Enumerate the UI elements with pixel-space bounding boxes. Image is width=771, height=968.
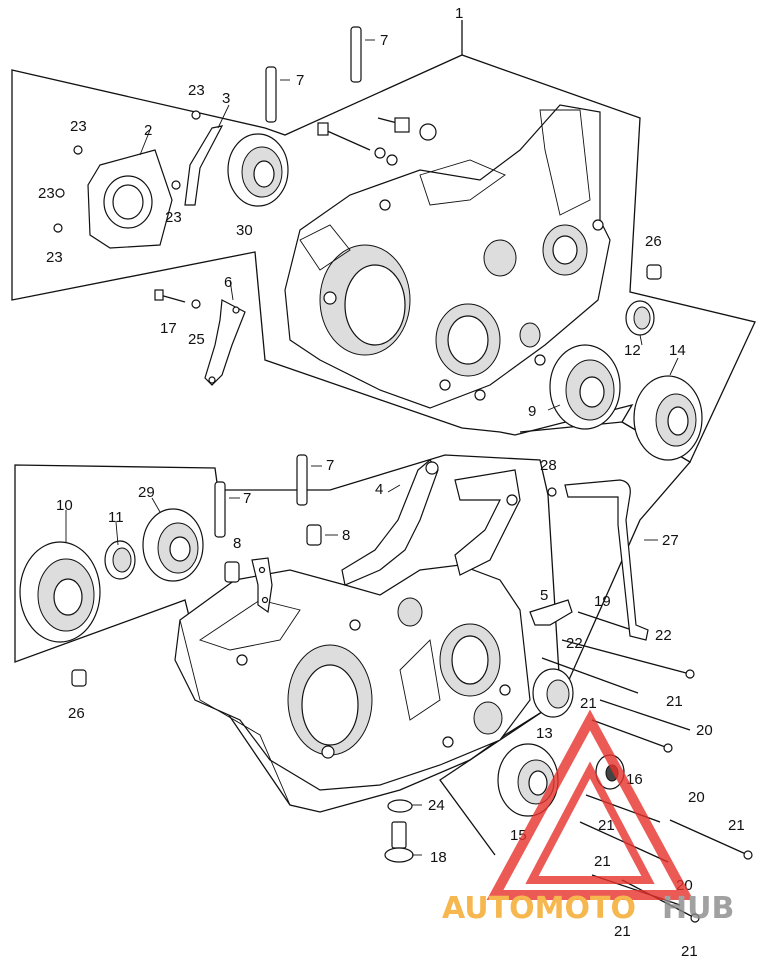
- callout-7-b: 7: [296, 72, 304, 89]
- callout-23-a: 23: [70, 118, 87, 135]
- callout-8-a: 8: [342, 527, 350, 544]
- callout-30: 30: [236, 222, 253, 239]
- upper-crankcase-half: [284, 104, 611, 409]
- callout-23-b: 23: [188, 82, 205, 99]
- callout-19: 19: [594, 593, 611, 610]
- callout-6: 6: [224, 274, 232, 291]
- callout-21-f: 21: [614, 923, 631, 940]
- callout-21-a: 21: [580, 695, 597, 712]
- callout-24: 24: [428, 797, 445, 814]
- clip-5: [529, 599, 573, 626]
- engine-hanger-bracket: [341, 459, 521, 586]
- callout-17: 17: [160, 320, 177, 337]
- watermark-text-automoto: AUTOMOTO: [442, 891, 636, 926]
- dowels: [71, 264, 662, 687]
- callout-11: 11: [108, 509, 124, 526]
- callout-7-d: 7: [243, 490, 251, 507]
- callout-26-b: 26: [68, 705, 85, 722]
- callout-29: 29: [138, 484, 155, 501]
- small-screws-23: [53, 110, 201, 233]
- studs: [214, 26, 362, 538]
- callout-leaders: [65, 39, 679, 856]
- bracket-6: [204, 299, 246, 386]
- callout-23-d: 23: [165, 209, 182, 226]
- callout-5: 5: [540, 587, 548, 604]
- callout-2: 2: [144, 122, 152, 139]
- callout-23-c: 23: [38, 185, 55, 202]
- oil-seal-14: [633, 375, 703, 461]
- callout-20-b: 20: [688, 789, 705, 806]
- watermark-text-hub: HUB: [662, 891, 734, 926]
- needle-bearing-11: [104, 540, 136, 580]
- callout-7-a: 7: [380, 32, 388, 49]
- watermark-triangle-icon: [486, 709, 694, 900]
- callout-21-e: 21: [594, 853, 611, 870]
- bearing-9: [549, 344, 621, 430]
- callout-21-g: 21: [681, 943, 698, 960]
- watermark-inner-triangle-icon: [525, 761, 655, 884]
- bearing-10: [19, 541, 101, 643]
- plate-lower-8: [251, 557, 273, 614]
- callout-1: 1: [455, 5, 463, 22]
- cover-plate-2: [87, 149, 173, 249]
- callout-14: 14: [669, 342, 686, 359]
- callout-4: 4: [375, 481, 383, 498]
- callout-27: 27: [662, 532, 679, 549]
- callout-12: 12: [624, 342, 641, 359]
- callout-25: 25: [188, 331, 205, 348]
- callout-9: 9: [528, 403, 536, 420]
- callout-21-b: 21: [666, 693, 683, 710]
- callout-22-a: 22: [566, 635, 583, 652]
- needle-bearing-12: [625, 300, 655, 336]
- callout-13: 13: [536, 725, 553, 742]
- bearing-29: [142, 508, 204, 582]
- breather-tube-27: [547, 479, 649, 641]
- callout-21-c: 21: [598, 817, 615, 834]
- callout-21-d: 21: [728, 817, 745, 834]
- bearing-30: [227, 133, 289, 207]
- callout-8-b: 8: [233, 535, 241, 552]
- callout-23-e: 23: [46, 249, 63, 266]
- oil-seal-13: [532, 668, 574, 718]
- callout-7-c: 7: [326, 457, 334, 474]
- bolts-upper: [154, 117, 437, 309]
- callout-26-a: 26: [645, 233, 662, 250]
- callout-28: 28: [540, 457, 557, 474]
- gasket-3: [184, 125, 224, 206]
- drain-bolt-18: [384, 799, 414, 863]
- callout-22-b: 22: [655, 627, 672, 644]
- callout-labels: 1 2 3 4 5 6 7 7 7 7 8 8 9 10 11 12 13 14…: [38, 5, 745, 960]
- watermark-logo: AUTOMOTO HUB: [442, 709, 734, 926]
- callout-10: 10: [56, 497, 73, 514]
- sub-frame-seals: [439, 421, 692, 856]
- callout-3: 3: [222, 90, 230, 107]
- callout-20-a: 20: [696, 722, 713, 739]
- callout-18: 18: [430, 849, 447, 866]
- lower-crankcase-half: [174, 564, 531, 806]
